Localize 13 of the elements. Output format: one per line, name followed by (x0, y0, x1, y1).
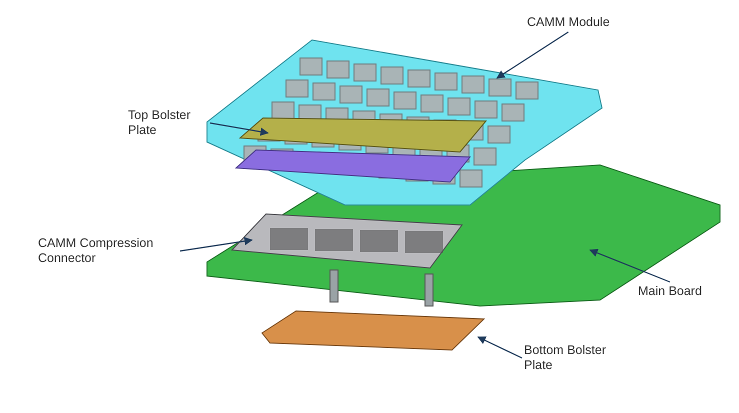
leader-line (180, 237, 253, 252)
leader-line (589, 248, 670, 283)
callout-label: CAMM Compression Connector (38, 236, 178, 266)
callout-label: CAMM Module (527, 15, 610, 30)
bottom-plate-drawing (261, 270, 486, 350)
connector-drawing (230, 213, 463, 269)
leader-line (210, 122, 269, 136)
leader-line (477, 336, 522, 359)
callout-label: Top Bolster Plate (128, 108, 208, 138)
leader-line (496, 32, 569, 78)
callout-label: Main Board (638, 284, 702, 299)
callout-label: Bottom Bolster Plate (524, 343, 624, 373)
top-plate-drawing (238, 118, 488, 153)
